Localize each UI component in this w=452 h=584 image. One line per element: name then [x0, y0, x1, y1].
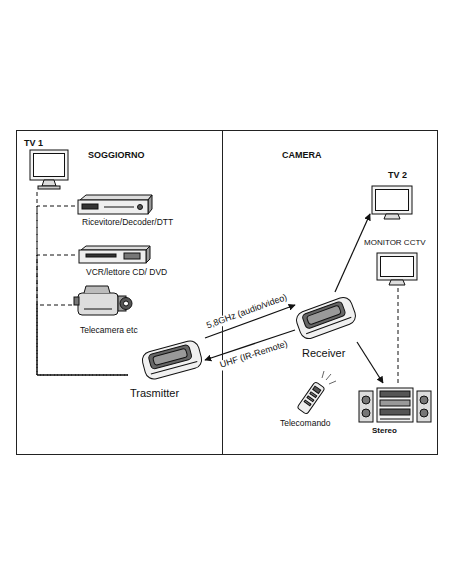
device-label: Telecomando: [280, 419, 331, 428]
decoder-box: [78, 195, 152, 214]
cable-line: [37, 206, 128, 375]
receiver-unit: [294, 295, 358, 341]
tv-monitor: [30, 150, 68, 189]
cable-line: [398, 288, 399, 383]
device-label: Stereo: [372, 427, 397, 436]
transmitter-node: Trasmitter: [128, 332, 205, 402]
device-node: Telecamera etc: [72, 284, 182, 338]
receiver-node: Receiver: [295, 292, 357, 362]
transmitter-unit: [140, 339, 203, 381]
device-label: Telecamera etc: [80, 326, 138, 335]
device-label: VCR/lettore CD/ DVD: [86, 268, 167, 277]
device-label: MONITOR CCTV: [364, 239, 426, 248]
cctv-monitor: [377, 253, 417, 285]
remote-control: [297, 381, 325, 414]
tv-monitor: [372, 186, 412, 219]
device-label: Ricevitore/Decoder/DTT: [82, 218, 173, 227]
camcorder: [74, 286, 132, 315]
vcr-player: [79, 246, 150, 263]
room-panel: CAMERA TV 2 MONITOR CCTV ReceiverTelecomand…: [222, 130, 438, 455]
tv-node: TV 2: [370, 170, 418, 220]
tv-node: TV 1: [22, 138, 72, 192]
device-label: Trasmitter: [130, 387, 179, 399]
stereo-system: [359, 388, 431, 422]
room-title: SOGGIORNO: [88, 151, 145, 161]
signal-arrow: [357, 342, 383, 383]
room-title: CAMERA: [282, 151, 322, 161]
remote-node: Telecomando: [278, 372, 344, 432]
device-label: TV 1: [24, 139, 43, 149]
device-label: TV 2: [388, 171, 407, 181]
device-node: Ricevitore/Decoder/DTT: [75, 195, 221, 229]
monitor-node: MONITOR CCTV: [362, 238, 434, 288]
stereo-node: Stereo: [355, 383, 435, 443]
signal-arrow: [335, 214, 370, 292]
room-panel: SOGGIORNO TV 1 Ricevitore/Decoder/DTT VCR/l…: [16, 130, 223, 455]
cable-line: [37, 305, 128, 375]
device-label: Receiver: [302, 347, 345, 359]
device-node: VCR/lettore CD/ DVD: [75, 245, 215, 280]
ir-rays: [322, 371, 336, 384]
